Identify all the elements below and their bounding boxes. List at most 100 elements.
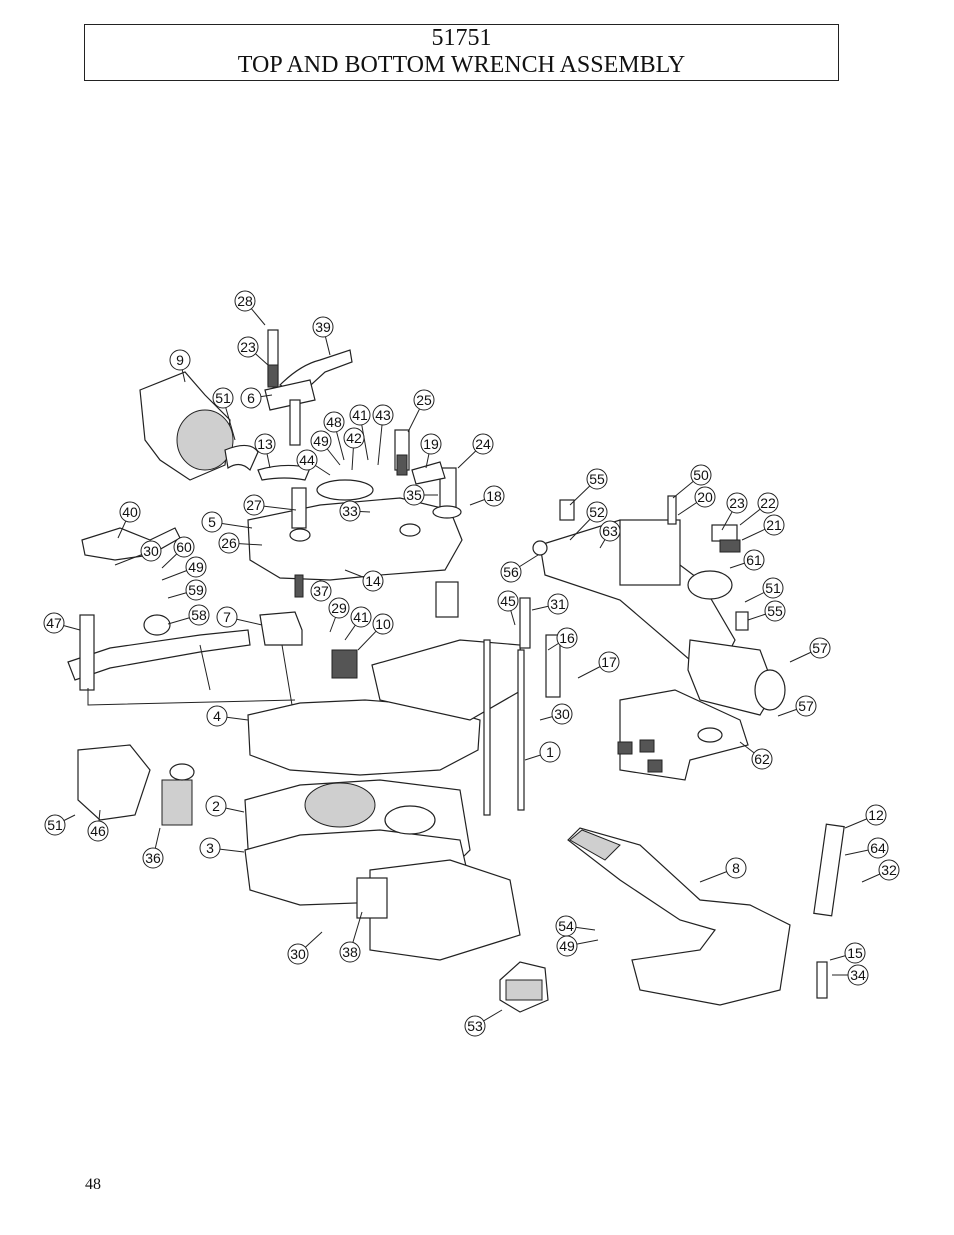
- callout-27: 27: [243, 494, 297, 516]
- callout-33: 33: [339, 500, 371, 522]
- callout-label: 46: [90, 823, 106, 839]
- callout-label: 30: [290, 946, 306, 962]
- callout-bubble: [726, 492, 748, 514]
- callout-bubble: [169, 349, 191, 371]
- callout-label: 57: [798, 698, 814, 714]
- callout-label: 21: [766, 517, 782, 533]
- callout-label: 3: [206, 840, 214, 856]
- callout-2: 2: [205, 795, 245, 817]
- callout-bubble: [690, 464, 712, 486]
- callout-49: 49: [556, 935, 599, 957]
- callout-bubble: [173, 536, 195, 558]
- callout-bubble: [865, 804, 887, 826]
- callout-label: 9: [176, 352, 184, 368]
- callout-57: 57: [789, 637, 831, 663]
- callout-label: 64: [870, 840, 886, 856]
- callout-bubble: [867, 837, 889, 859]
- callout-21: 21: [741, 514, 785, 541]
- callout-bubble: [87, 820, 109, 842]
- callout-51: 51: [44, 814, 76, 836]
- callout-14: 14: [344, 569, 384, 592]
- callout-label: 10: [375, 616, 391, 632]
- callout-23: 23: [721, 492, 748, 531]
- part-number: 51751: [431, 25, 492, 51]
- callout-bubble: [206, 705, 228, 727]
- callout-bubble: [254, 433, 276, 455]
- callout-58: 58: [167, 604, 210, 626]
- callout-bubble: [185, 579, 207, 601]
- callout-bubble: [296, 449, 318, 471]
- callout-label: 31: [550, 596, 566, 612]
- callout-bubble: [763, 514, 785, 536]
- callout-label: 44: [299, 452, 315, 468]
- callout-54: 54: [555, 915, 596, 937]
- callout-bubble: [598, 651, 620, 673]
- callout-label: 35: [406, 487, 422, 503]
- callout-label: 52: [589, 504, 605, 520]
- callout-17: 17: [577, 651, 620, 679]
- callout-bubble: [339, 941, 361, 963]
- callout-7: 7: [216, 606, 263, 628]
- callout-29: 29: [328, 597, 350, 633]
- callout-label: 24: [475, 436, 491, 452]
- callout-35: 35: [403, 484, 438, 506]
- callout-bubble: [240, 387, 262, 409]
- callout-bubble: [216, 606, 238, 628]
- callout-label: 41: [352, 407, 368, 423]
- callout-bubble: [339, 500, 361, 522]
- callout-label: 37: [313, 583, 329, 599]
- callout-5: 5: [201, 511, 253, 533]
- callout-label: 53: [467, 1018, 483, 1034]
- callout-46: 46: [87, 809, 109, 842]
- callout-label: 22: [760, 495, 776, 511]
- callout-bubble: [185, 556, 207, 578]
- callout-label: 30: [554, 706, 570, 722]
- callout-bubble: [243, 494, 265, 516]
- callout-bubble: [757, 492, 779, 514]
- callout-64: 64: [844, 837, 889, 859]
- callout-55: 55: [569, 468, 608, 506]
- callout-label: 51: [765, 580, 781, 596]
- callout-label: 55: [767, 603, 783, 619]
- callout-label: 48: [326, 414, 342, 430]
- callout-41: 41: [349, 404, 371, 461]
- callout-34: 34: [832, 964, 869, 986]
- callout-bubble: [372, 404, 394, 426]
- callout-bubble: [310, 430, 332, 452]
- callout-label: 39: [315, 319, 331, 335]
- callout-41: 41: [344, 606, 372, 641]
- callout-bubble: [764, 600, 786, 622]
- callout-61: 61: [729, 549, 765, 571]
- callout-31: 31: [531, 593, 569, 615]
- title-box: 51751 TOP AND BOTTOM WRENCH ASSEMBLY: [84, 24, 839, 81]
- callout-bubble: [234, 290, 256, 312]
- callout-bubble: [547, 593, 569, 615]
- callout-bubble: [212, 387, 234, 409]
- callout-label: 42: [346, 430, 362, 446]
- callout-label: 27: [246, 497, 262, 513]
- callout-label: 4: [213, 708, 221, 724]
- callout-30: 30: [287, 931, 323, 965]
- callout-59: 59: [167, 579, 207, 601]
- callout-bubble: [287, 943, 309, 965]
- assembly-title: TOP AND BOTTOM WRENCH ASSEMBLY: [237, 52, 686, 78]
- callout-bubble: [349, 404, 371, 426]
- callout-bubble: [694, 486, 716, 508]
- callout-bubble: [142, 847, 164, 869]
- callout-bubble: [751, 748, 773, 770]
- callout-bubble: [350, 606, 372, 628]
- callout-bubble: [323, 411, 345, 433]
- callout-36: 36: [142, 827, 164, 869]
- callout-62: 62: [739, 741, 773, 770]
- callout-bubble: [795, 695, 817, 717]
- callout-label: 49: [313, 433, 329, 449]
- callout-label: 20: [697, 489, 713, 505]
- callout-bubble: [844, 942, 866, 964]
- callout-bubble: [218, 532, 240, 554]
- callout-label: 8: [732, 860, 740, 876]
- callout-label: 51: [47, 817, 63, 833]
- callout-45: 45: [497, 590, 519, 626]
- callout-bubble: [725, 857, 747, 879]
